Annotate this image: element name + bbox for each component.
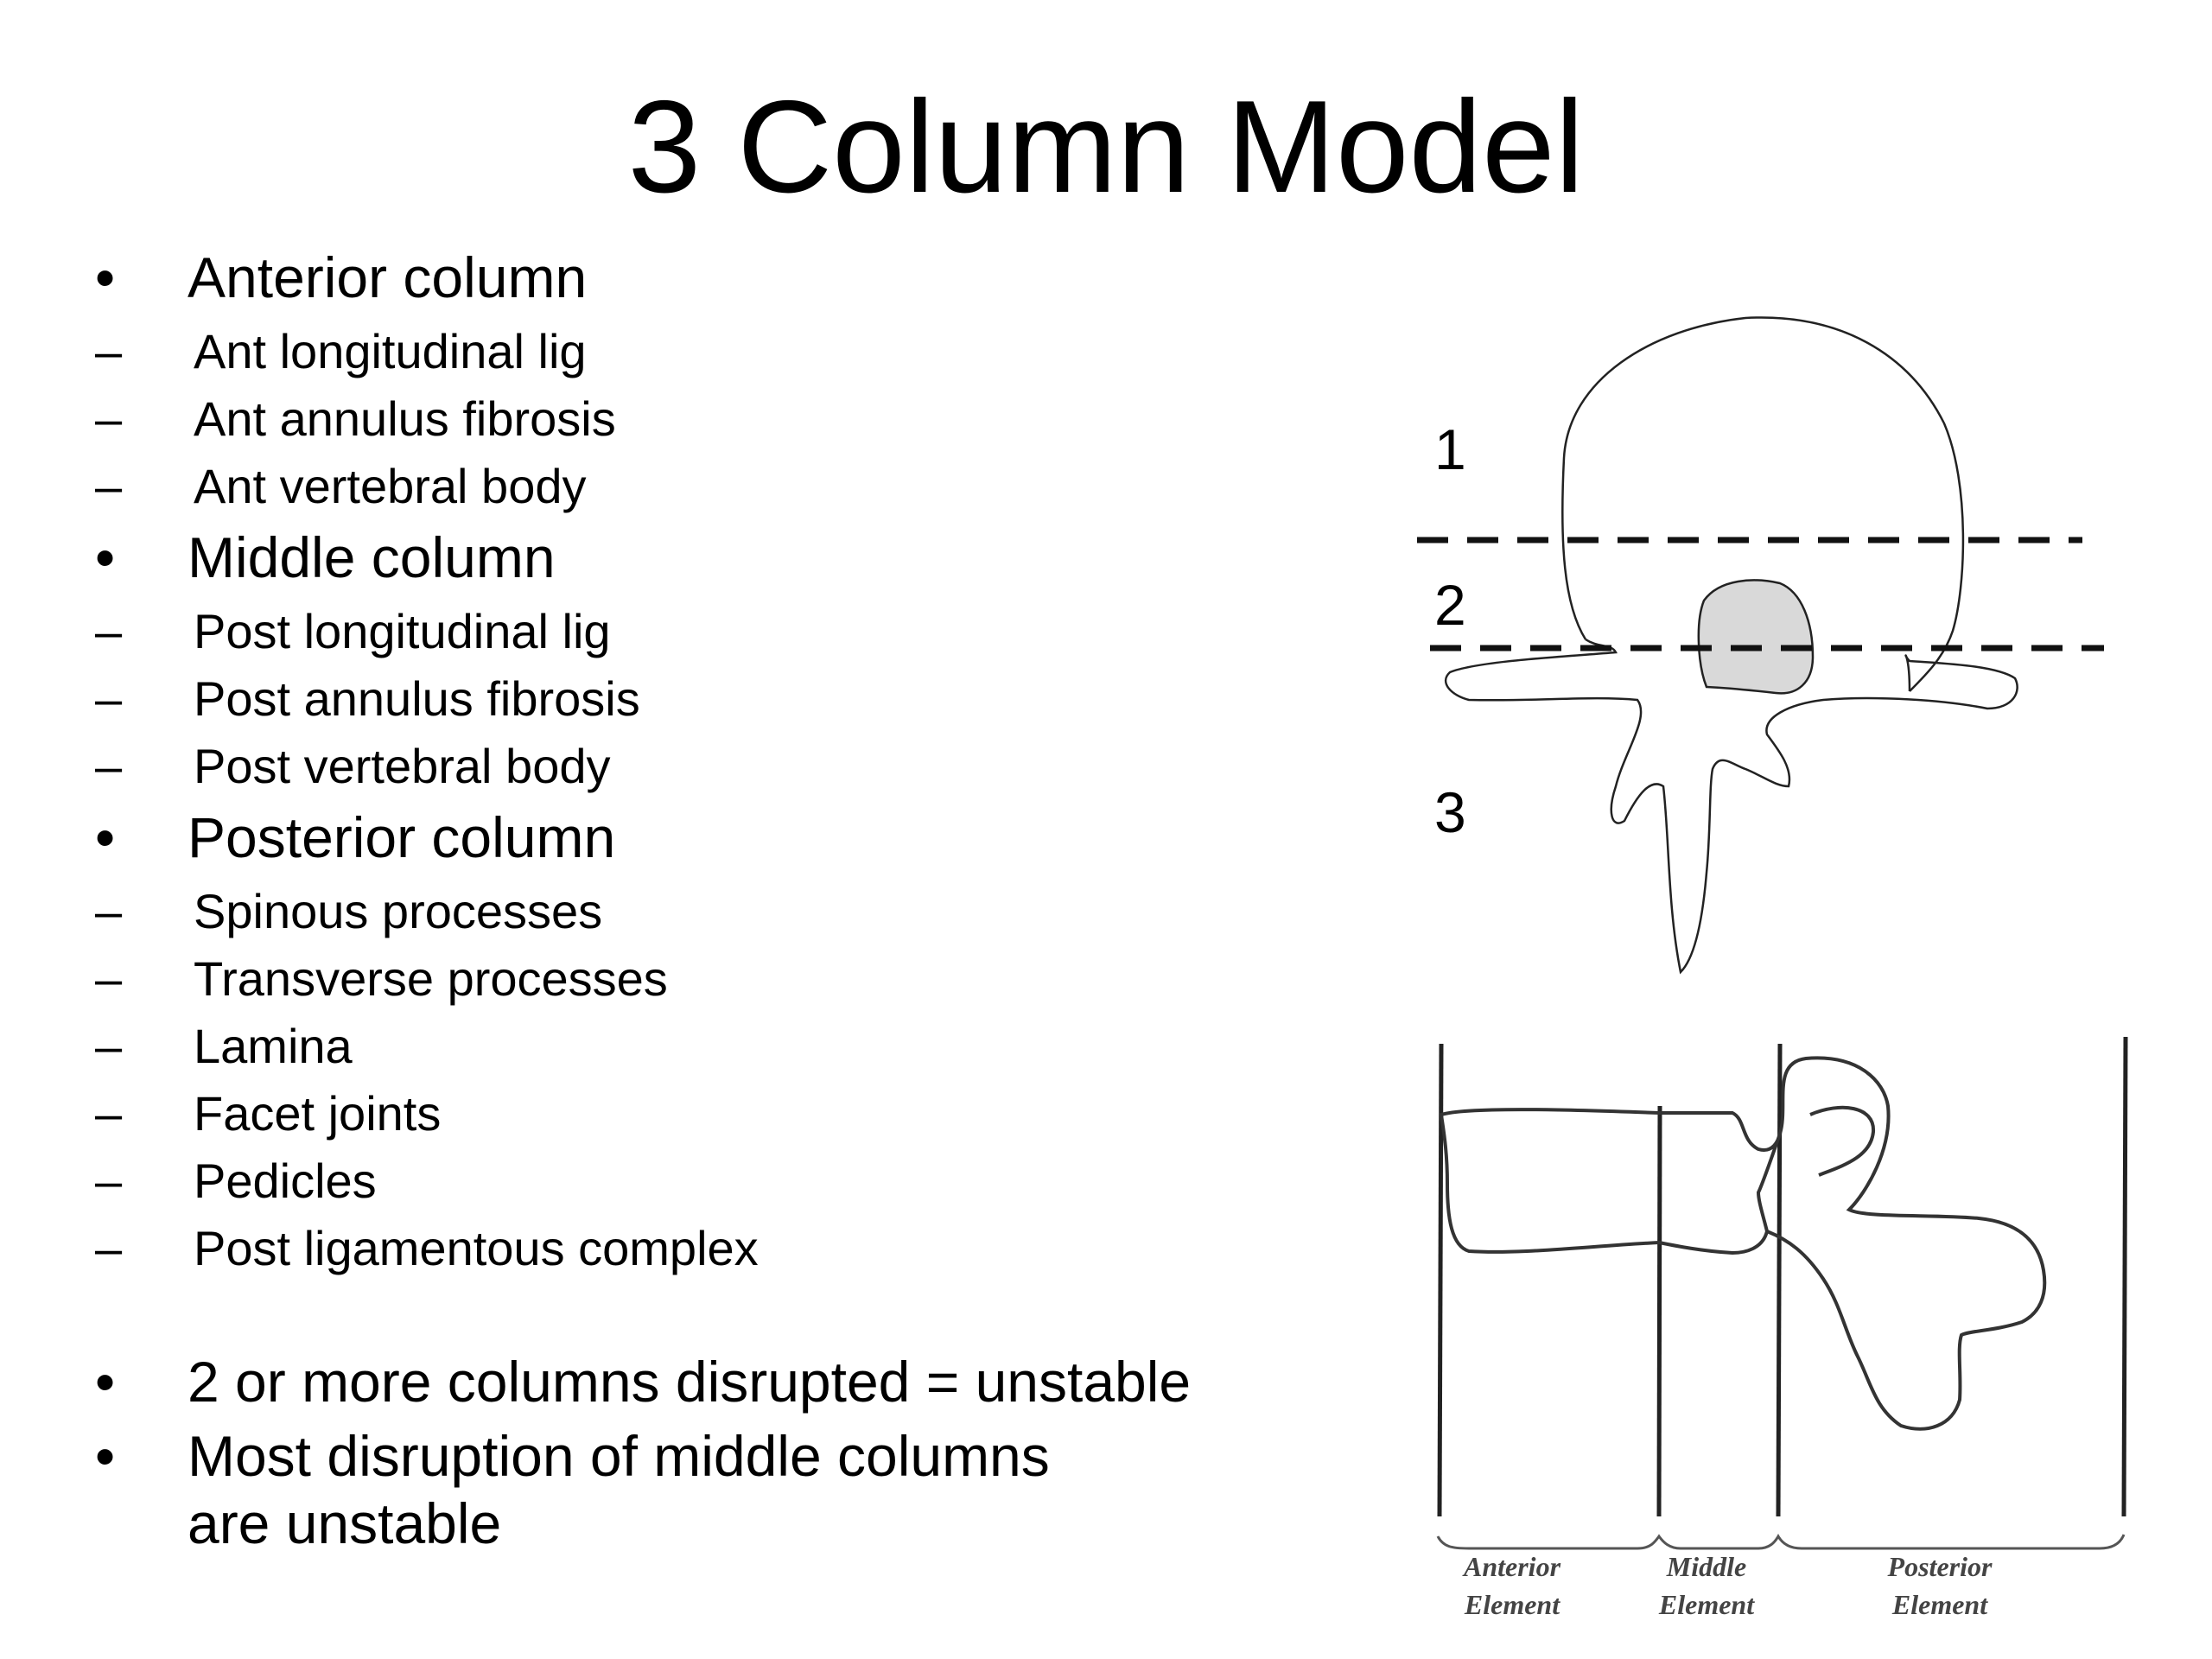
bullet-content: • Anterior column – Ant longitudinal lig … [95, 244, 1322, 1564]
subitem: – Ant longitudinal lig [95, 318, 1322, 385]
dash-glyph: – [95, 1154, 123, 1208]
subitem: – Post longitudinal lig [95, 598, 1322, 665]
subitem-text: Spinous processes [194, 884, 603, 938]
dash-glyph: – [95, 604, 123, 658]
posterior-elements-outline [1444, 638, 2018, 975]
bullet-glyph: • [95, 245, 116, 309]
bullet-text: Posterior column [188, 805, 616, 869]
zone-label-1: 1 [1434, 417, 1466, 481]
zone-label-3: 3 [1434, 780, 1466, 844]
posterior-element-sagittal [1766, 1056, 2047, 1431]
bullet-glyph: • [95, 1424, 116, 1488]
bullet-glyph: • [95, 1350, 116, 1414]
column-line-middle-posterior [1776, 1043, 1783, 1517]
dash-glyph: – [95, 739, 123, 793]
subitem: – Ant vertebral body [95, 453, 1322, 520]
dash-glyph: – [95, 671, 123, 726]
middle-element-label-line2: Element [1658, 1589, 1755, 1620]
zone-label-2: 2 [1434, 573, 1466, 637]
anterior-element-label-line1: Anterior [1462, 1551, 1561, 1582]
conclusion-text: 2 or more columns disrupted = unstable [188, 1350, 1192, 1414]
bullet-anterior-column: • Anterior column [95, 244, 1322, 311]
subitem-text: Lamina [194, 1019, 353, 1073]
anterior-element-label-line2: Element [1464, 1589, 1560, 1620]
subitem-text: Post vertebral body [194, 739, 611, 793]
vertebral-body-outline [1561, 316, 1965, 692]
dash-glyph: – [95, 1086, 123, 1141]
column-list: • Anterior column – Ant longitudinal lig … [95, 244, 1322, 1282]
conclusion-list: • 2 or more columns disrupted = unstable… [95, 1348, 1322, 1557]
subitem-text: Post annulus fibrosis [194, 671, 640, 726]
spinous-process-curl [1809, 1105, 1876, 1177]
subitem: – Lamina [95, 1013, 1322, 1080]
middle-element-label-line1: Middle [1666, 1551, 1746, 1582]
bullet-glyph: • [95, 805, 116, 869]
element-bracket [1436, 1533, 2126, 1550]
column-line-anterior-middle [1656, 1105, 1662, 1517]
conclusion-item: • 2 or more columns disrupted = unstable [95, 1348, 1322, 1415]
subitem: – Ant annulus fibrosis [95, 385, 1322, 453]
anterior-subitems: – Ant longitudinal lig – Ant annulus fibro… [95, 318, 1322, 520]
spinal-canal [1697, 579, 1815, 695]
bullet-text: Middle column [188, 525, 556, 589]
subitem: – Spinous processes [95, 878, 1322, 945]
subitem: – Post vertebral body [95, 733, 1322, 800]
subitem-text: Post ligamentous complex [194, 1221, 759, 1275]
subitem-text: Ant annulus fibrosis [194, 391, 616, 446]
column-line-right [2121, 1036, 2128, 1517]
middle-subitems: – Post longitudinal lig – Post annulus fib… [95, 598, 1322, 800]
slide-title: 3 Column Model [627, 73, 1585, 220]
dash-glyph: – [95, 459, 123, 513]
subitem-text: Ant longitudinal lig [194, 324, 587, 378]
posterior-subitems: – Spinous processes – Transverse processes… [95, 878, 1322, 1282]
dash-glyph: – [95, 1019, 123, 1073]
bullet-posterior-column: • Posterior column [95, 804, 1322, 871]
subitem-text: Transverse processes [194, 951, 668, 1006]
subitem-text: Post longitudinal lig [194, 604, 611, 658]
posterior-element-label-line2: Element [1891, 1589, 1988, 1620]
posterior-element-label-line1: Posterior [1887, 1551, 1993, 1582]
conclusion-item: • Most disruption of middle columns are … [95, 1422, 1322, 1557]
bullet-middle-column: • Middle column [95, 524, 1322, 591]
sagittal-column-diagram: Anterior Element Middle Element Posterio… [1436, 1036, 2128, 1620]
subitem: – Post ligamentous complex [95, 1215, 1322, 1282]
dash-glyph: – [95, 1221, 123, 1275]
subitem-text: Ant vertebral body [194, 459, 587, 513]
dash-glyph: – [95, 391, 123, 446]
subitem: – Pedicles [95, 1147, 1322, 1215]
subitem: – Post annulus fibrosis [95, 665, 1322, 733]
subitem: – Facet joints [95, 1080, 1322, 1147]
conclusion-text: Most disruption of middle columns are un… [188, 1424, 1050, 1555]
dash-glyph: – [95, 884, 123, 938]
subitem-text: Facet joints [194, 1086, 442, 1141]
dash-glyph: – [95, 324, 123, 378]
subitem-text: Pedicles [194, 1154, 377, 1208]
bullet-glyph: • [95, 525, 116, 589]
subitem: – Transverse processes [95, 945, 1322, 1013]
axial-vertebra-diagram: 1 2 3 [1417, 316, 2104, 975]
dash-glyph: – [95, 951, 123, 1006]
bullet-text: Anterior column [188, 245, 588, 309]
vertebral-body-sagittal [1439, 1108, 1782, 1255]
